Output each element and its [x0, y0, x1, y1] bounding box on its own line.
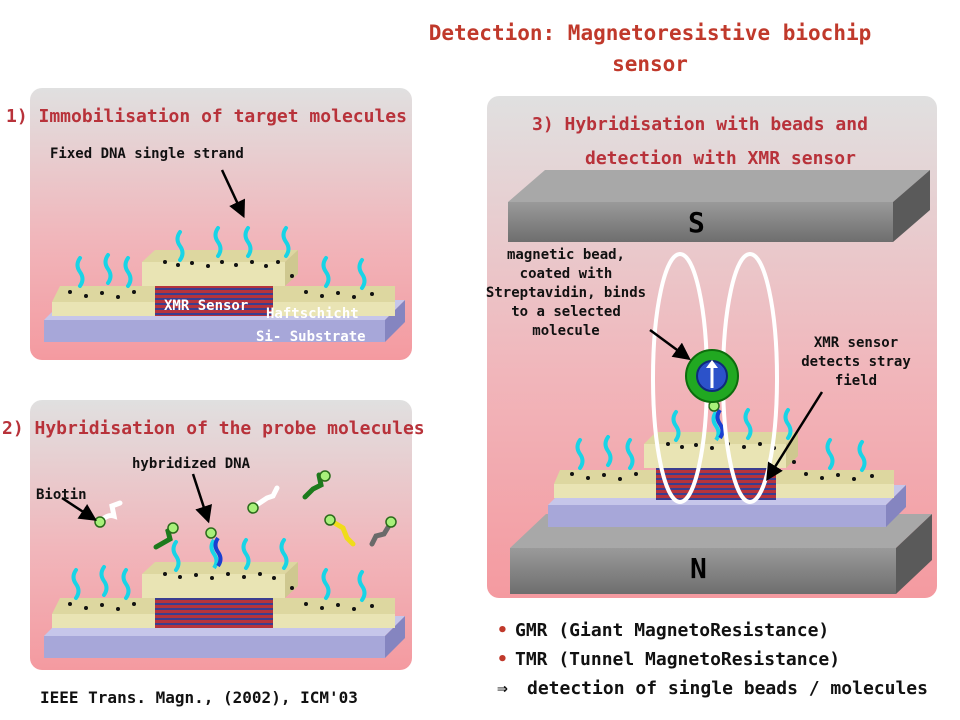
bullet-gmr-text: GMR (Giant MagnetoResistance) — [515, 620, 830, 641]
label-biotin: Biotin — [36, 487, 87, 503]
pole-n: N — [690, 552, 707, 585]
bullet-tmr: • TMR (Tunnel MagnetoResistance) — [497, 645, 928, 674]
xmr-stack-3 — [656, 468, 776, 500]
arrow-biotin — [61, 496, 97, 521]
label-hybridized-dna: hybridized DNA — [132, 456, 251, 472]
bound-dna-strand — [711, 410, 721, 442]
bullet-tmr-text: TMR (Tunnel MagnetoResistance) — [515, 649, 841, 670]
bullet-conclusion-text: detection of single beads / molecules — [527, 678, 928, 699]
arrow-hybridized-dna — [191, 473, 212, 524]
sensor-label-line3: field — [834, 373, 878, 389]
pole-s: S — [688, 206, 705, 239]
panel3-heading-line2: detection with XMR sensor — [585, 148, 856, 169]
citation: IEEE Trans. Magn., (2002), ICM'03 — [40, 688, 358, 707]
arrow-sensor — [766, 391, 824, 481]
chip-2 — [44, 470, 405, 658]
slide-title-line2: sensor — [612, 52, 688, 76]
label-substrate: Si- Substrate — [256, 329, 366, 345]
panel2-heading: 2) Hybridisation of the probe molecules — [2, 418, 425, 439]
xmr-stack-2 — [155, 598, 273, 628]
bullet-dot-icon: • — [497, 620, 508, 641]
bead-label-line3: Streptavidin, binds — [485, 285, 647, 301]
magnet-s-top — [508, 170, 930, 202]
bullet-list: • GMR (Giant MagnetoResistance) • TMR (Tun… — [497, 616, 928, 703]
bead-label-line4: to a selected — [511, 304, 621, 320]
arrow-bead — [649, 328, 691, 361]
label-xmr-sensor: XMR Sensor — [164, 298, 249, 314]
bead-label-line5: molecule — [532, 323, 600, 339]
arrow-fixed-dna — [220, 169, 246, 219]
panel1-heading: 1) Immobilisation of target molecules — [6, 106, 407, 127]
implies-arrow-icon: ⇒ — [497, 678, 508, 699]
bead-label-line1: magnetic bead, — [506, 247, 625, 263]
label-fixed-dna: Fixed DNA single strand — [50, 146, 244, 162]
bullet-conclusion: ⇒ detection of single beads / molecules — [497, 674, 928, 703]
bead-label-line2: coated with — [519, 266, 613, 282]
sensor-label-line2: detects stray — [801, 354, 911, 370]
bullet-gmr: • GMR (Giant MagnetoResistance) — [497, 616, 928, 645]
xmr-stack-1 — [155, 286, 273, 316]
floating-probes — [94, 470, 397, 550]
slide-title-line1: Detection: Magnetoresistive biochip — [428, 21, 872, 45]
label-haftschicht: Haftschicht — [266, 306, 359, 322]
detection-setup — [508, 170, 932, 594]
slide-title: Detection: Magnetoresistive biochip sens… — [390, 18, 910, 80]
sensor-label-line1: XMR sensor — [813, 335, 899, 351]
chip-1 — [44, 169, 405, 342]
label-magnetic-bead: magnetic bead, coated with Streptavidin,… — [478, 246, 654, 341]
label-xmr-detects: XMR sensor detects stray field — [792, 334, 920, 391]
hybridized-dna-strand — [209, 538, 219, 570]
bullet-dot-icon: • — [497, 649, 508, 670]
panel3-heading-line1: 3) Hybridisation with beads and — [532, 114, 868, 135]
